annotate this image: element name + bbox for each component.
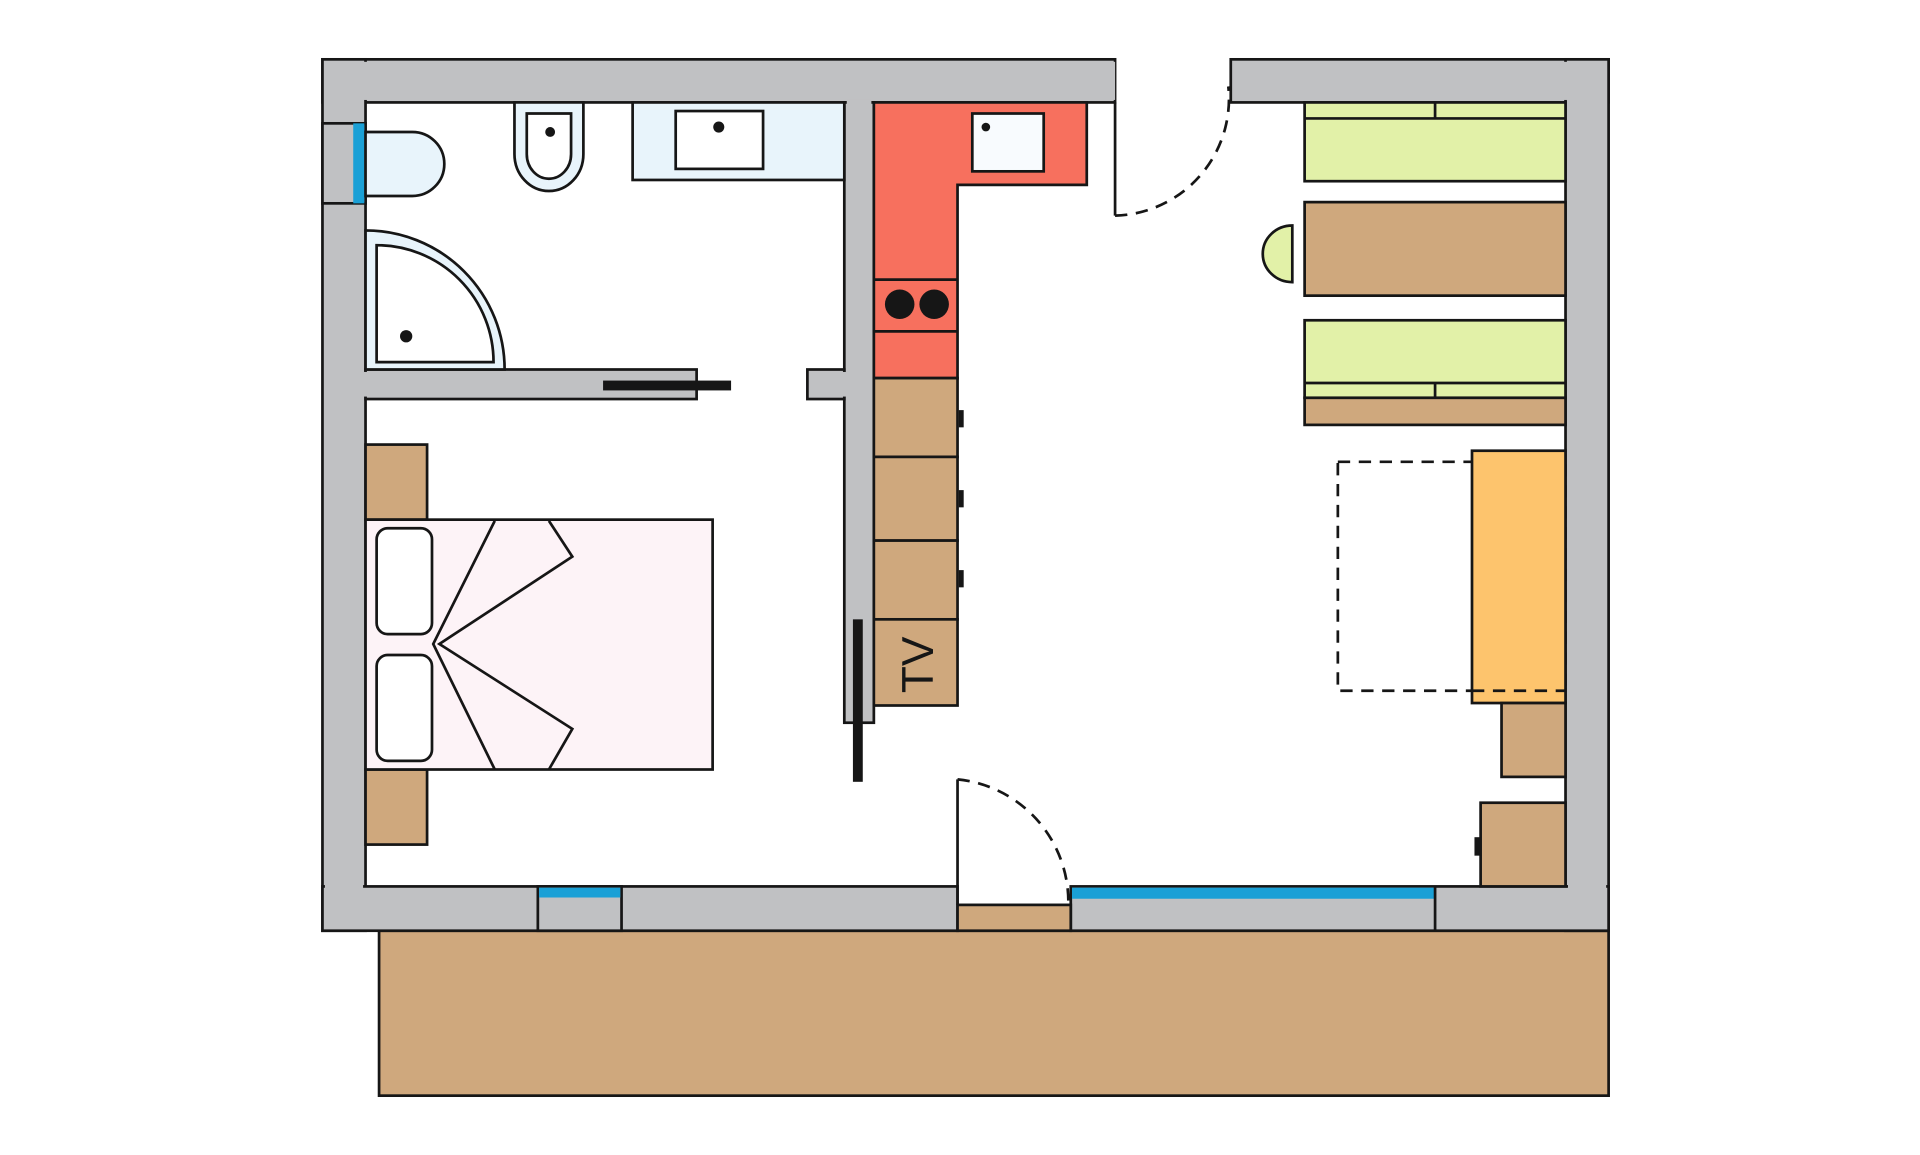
sofa-bed-1 [1303,101,1567,183]
kitchen-counter [872,101,1089,380]
balcony-door [1113,86,1231,218]
sofa-bed-2 [1303,318,1567,427]
cabinet [1500,701,1567,779]
toilet [364,130,446,198]
wardrobe [1474,801,1567,888]
fold-out-desk [1336,449,1567,705]
shower [364,229,506,371]
bidet [513,101,585,193]
kitchen-cabinets [872,376,964,707]
hob-burner [919,289,949,320]
bedroom-sliding-door [852,619,863,782]
bathroom-sink [631,101,846,182]
chair [1261,224,1294,284]
double-bed [364,443,714,846]
entrance-door [956,777,1070,905]
bathroom-sliding-door [603,380,732,391]
windows [321,121,1437,933]
hob-burner [884,289,915,320]
walls [321,57,1610,933]
entrance-threshold [956,903,1073,933]
balcony [377,929,1610,1098]
tv-label: TV [894,636,943,693]
sideboard [1303,200,1567,298]
